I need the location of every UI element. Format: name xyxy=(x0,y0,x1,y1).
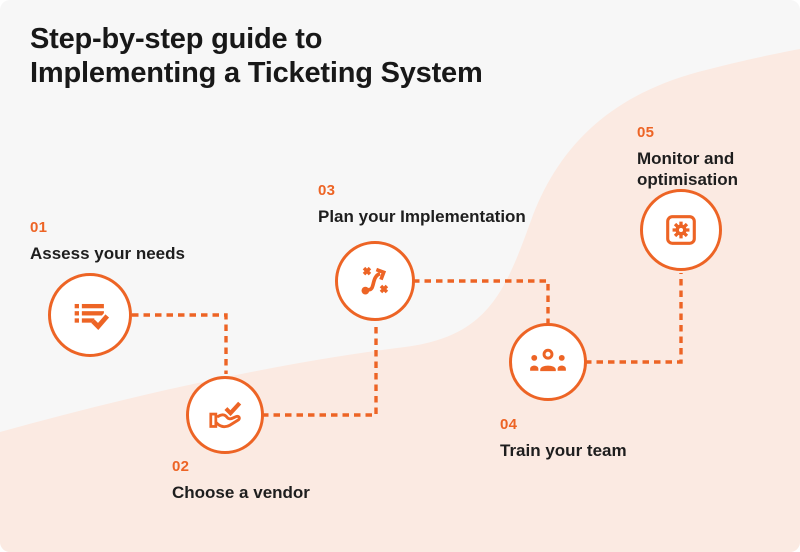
checklist-icon xyxy=(74,303,111,333)
connector-step4-step5 xyxy=(585,273,683,364)
gear-icon xyxy=(666,215,696,245)
step-number: 05 xyxy=(637,124,655,141)
step-label: Train your team xyxy=(500,441,627,460)
connector-step1-step2 xyxy=(132,313,228,374)
step-5-text: 05 Monitor and optimisation xyxy=(637,124,759,190)
team-icon xyxy=(530,348,566,372)
step-2-text: 02 Choose a vendor xyxy=(172,458,310,503)
strategy-path-icon xyxy=(361,266,389,295)
step-2-circle xyxy=(186,376,264,454)
connector-step2-step3 xyxy=(262,323,378,417)
step-1-circle xyxy=(48,273,132,357)
page-title-line2: Implementing a Ticketing System xyxy=(30,57,483,89)
page-title: Step-by-step guide to Implementing a Tic… xyxy=(30,22,483,90)
step-label: Monitor and optimisation xyxy=(637,149,739,190)
step-1-text: 01 Assess your needs xyxy=(30,219,185,264)
step-number: 04 xyxy=(500,416,518,433)
step-number: 03 xyxy=(318,182,336,199)
step-number: 02 xyxy=(172,458,190,475)
step-5-circle xyxy=(640,189,722,271)
step-label: Assess your needs xyxy=(30,244,185,263)
step-label: Plan your Implementation xyxy=(318,207,526,226)
step-number: 01 xyxy=(30,219,48,236)
connector-step3-step4 xyxy=(413,279,550,325)
step-3-text: 03 Plan your Implementation xyxy=(318,182,526,227)
page-title-line1: Step-by-step guide to xyxy=(30,23,323,55)
step-4-text: 04 Train your team xyxy=(500,416,627,461)
step-4-circle xyxy=(509,323,587,401)
step-3-circle xyxy=(335,241,415,321)
hand-check-icon xyxy=(209,401,242,429)
step-label: Choose a vendor xyxy=(172,483,310,502)
